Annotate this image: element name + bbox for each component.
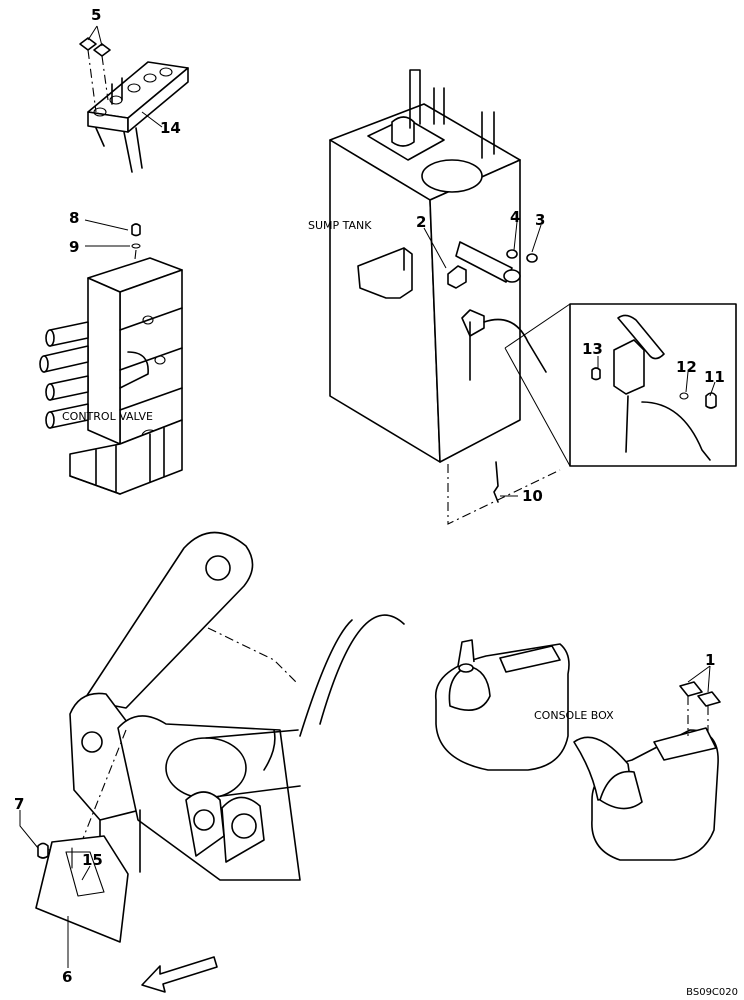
front-direction-arrow-icon	[141, 956, 218, 993]
callout-1: 1	[705, 651, 715, 669]
sump-tank-label: SUMP TANK	[308, 219, 372, 232]
callout-6: 6	[62, 968, 72, 986]
callout-11: 11	[704, 368, 725, 386]
callout-14: 14	[160, 119, 181, 137]
console-box-right	[573, 681, 721, 861]
callout-2: 2	[416, 213, 426, 231]
control-valve-label: CONTROL VALVE	[62, 410, 153, 423]
callout-8: 8	[69, 209, 79, 227]
callout-7: 7	[14, 795, 24, 813]
drawing-code: BS09C020	[686, 987, 738, 998]
leader-lines	[19, 25, 716, 968]
callout-4: 4	[510, 208, 520, 226]
callout-10: 10	[522, 487, 543, 505]
callout-15: 15	[82, 851, 103, 869]
cover-plate-drawing	[35, 835, 129, 943]
callout-13: 13	[582, 340, 603, 358]
callout-3: 3	[535, 211, 545, 229]
control-valve-drawing	[39, 223, 183, 495]
manifold-block-drawing	[79, 37, 189, 173]
detail-inset	[504, 303, 737, 467]
console-box-left	[435, 639, 570, 771]
console-box-label: CONSOLE BOX	[534, 709, 614, 722]
boom-bracket-drawing	[69, 531, 405, 901]
callout-12: 12	[676, 358, 697, 376]
sump-tank-drawing	[329, 69, 561, 525]
callout-5: 5	[91, 6, 101, 24]
callout-9: 9	[69, 238, 79, 256]
